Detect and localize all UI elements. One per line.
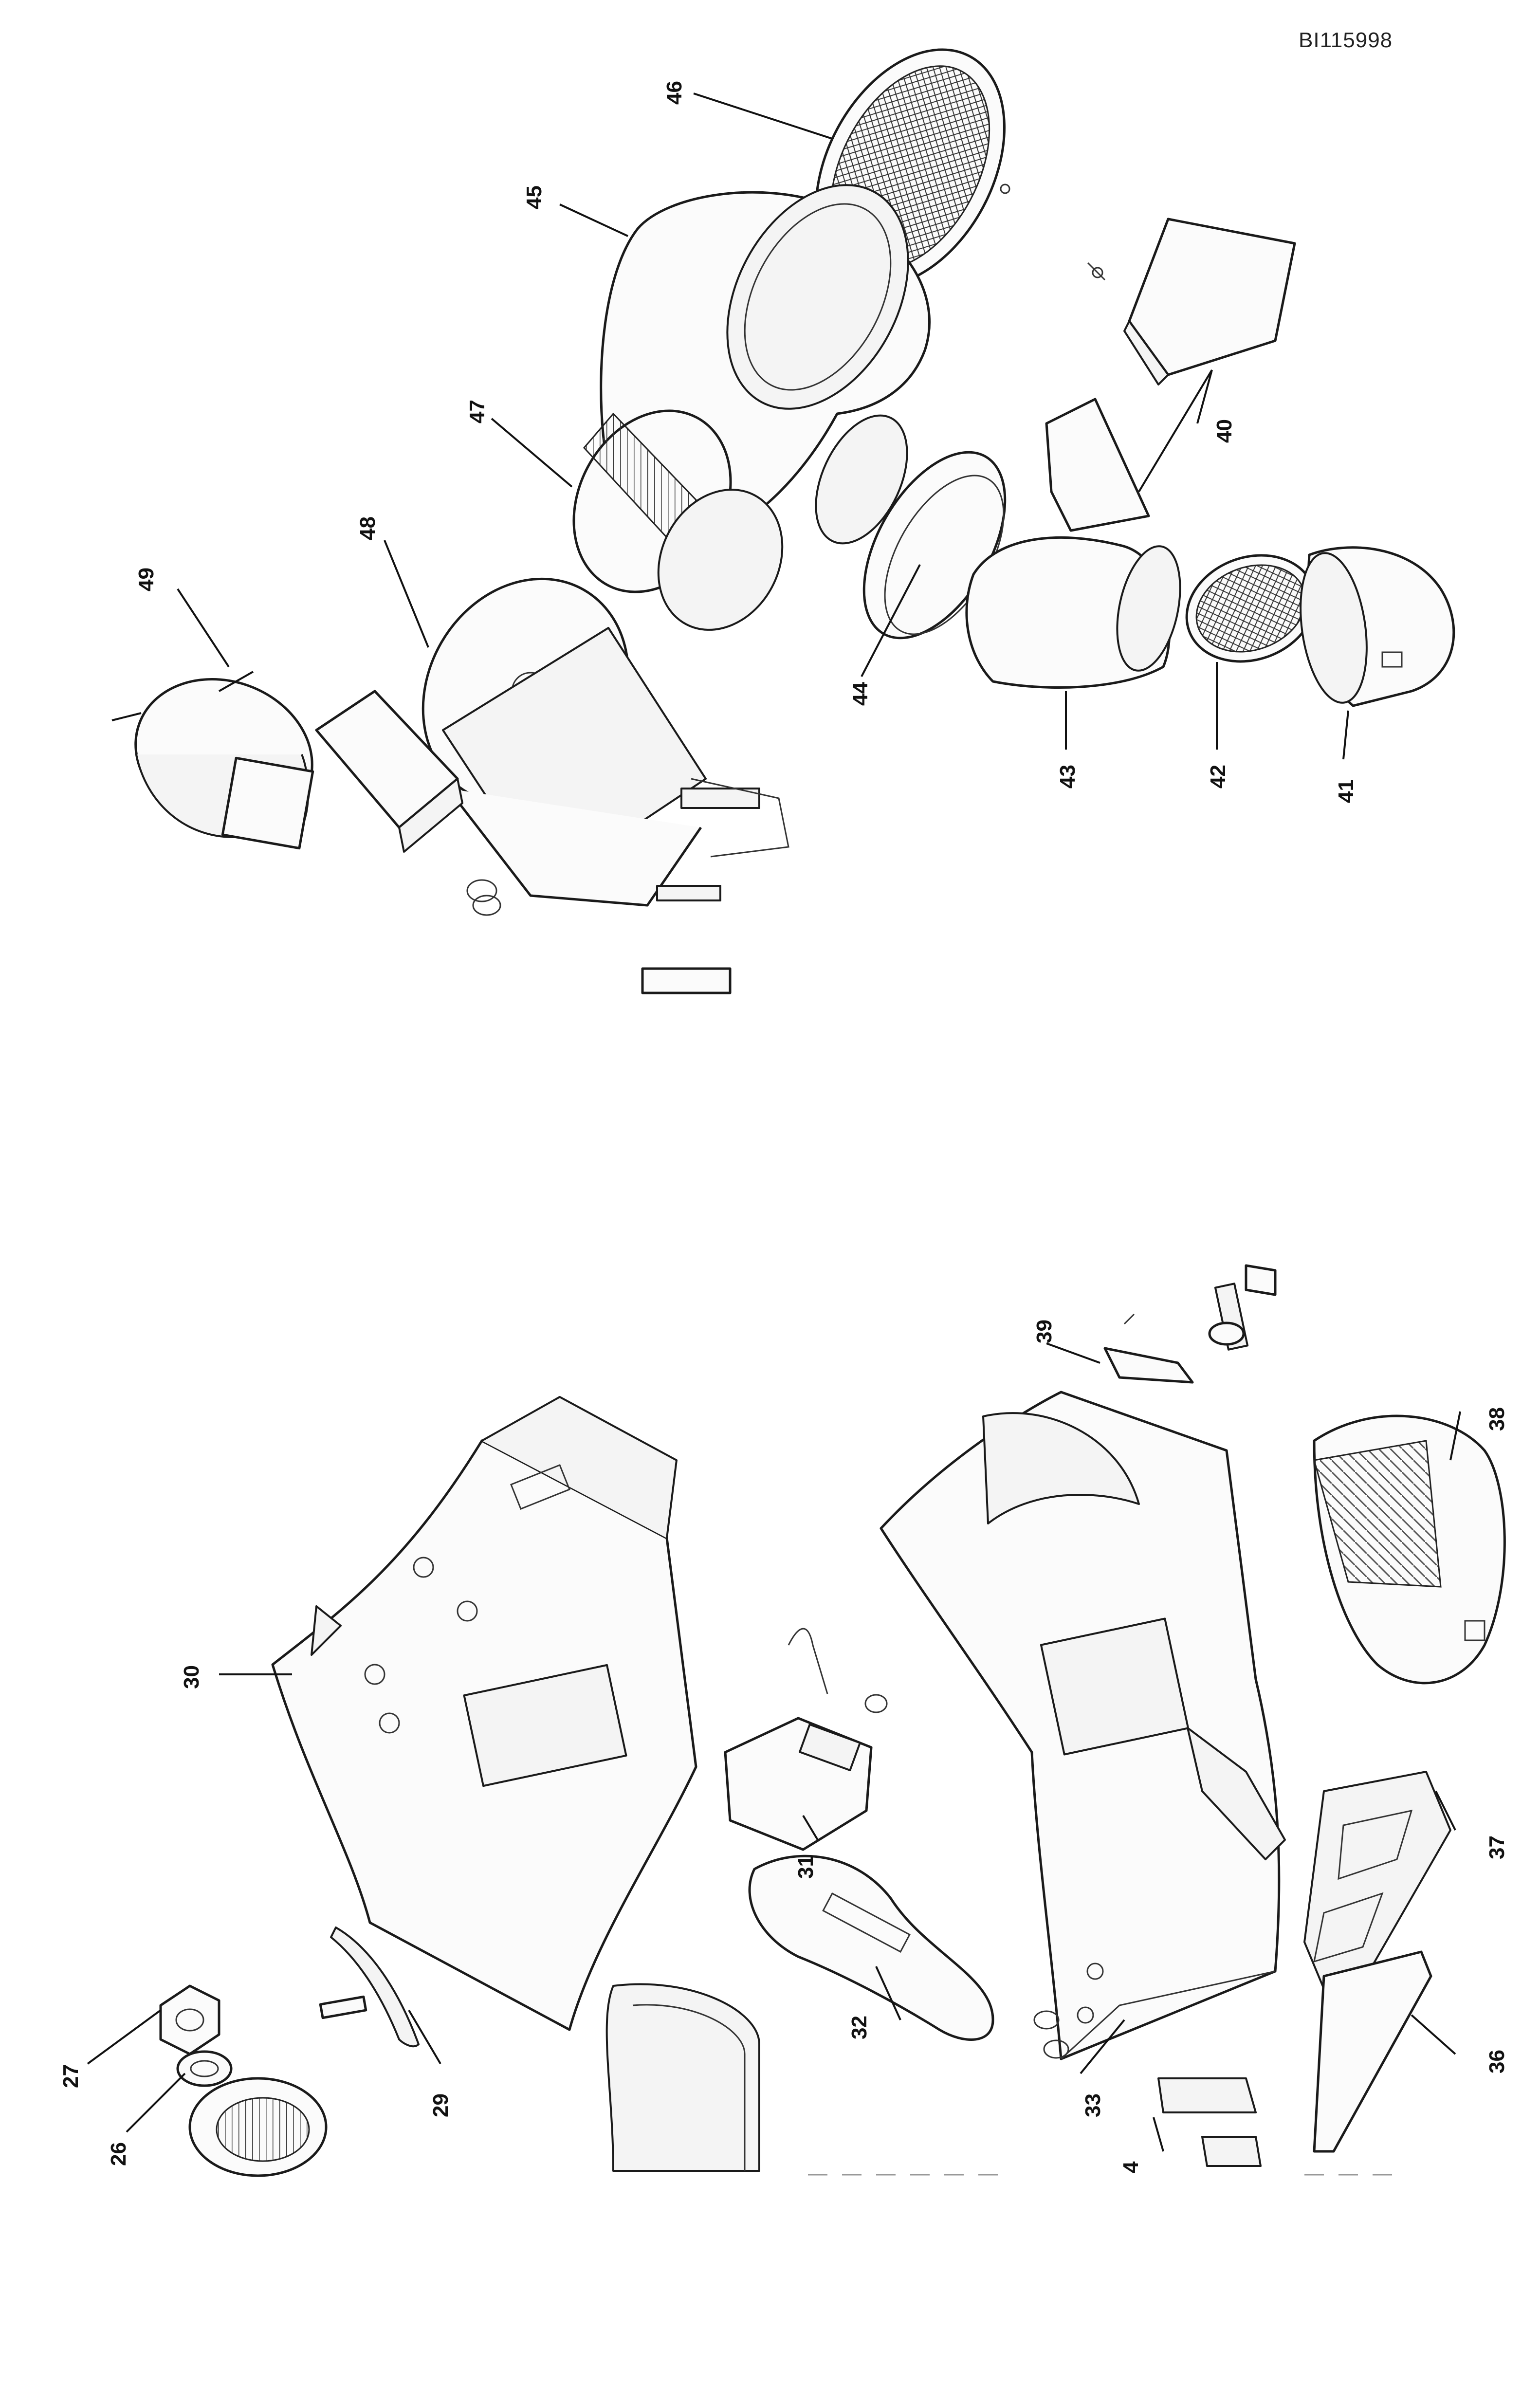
document-id: BI115998 (1299, 28, 1393, 52)
part-34-gaskets (1157, 2077, 1262, 2167)
callout-41: 41 (1334, 779, 1358, 803)
callout-42: 42 (1206, 765, 1230, 789)
callout-39: 39 (1032, 1320, 1056, 1343)
part-31-terminal-block (724, 1628, 888, 1851)
bolt-and-washer (1208, 1264, 1277, 1351)
callout-45: 45 (522, 185, 546, 209)
part-29-gasket (319, 1926, 420, 2048)
callout-49: 49 (134, 568, 158, 591)
callout-48: 48 (356, 516, 380, 540)
part-39-cover-plate (1103, 1313, 1194, 1384)
part-33-frame-end (880, 1391, 1286, 2060)
part-38-filter (1313, 1414, 1506, 1685)
callout-43: 43 (1056, 765, 1080, 789)
part-47-blower-wheel (572, 409, 784, 631)
callout-40: 40 (1212, 419, 1236, 443)
callout-27: 27 (59, 2064, 83, 2088)
callout-29: 29 (429, 2093, 453, 2117)
part-48-motor-mount-plate (422, 577, 789, 907)
callout-labels: 46 45 47 48 49 40 44 43 42 41 30 31 32 3… (59, 81, 1509, 2173)
part-30-frame-housing (271, 1396, 697, 2031)
callout-38: 38 (1485, 1407, 1509, 1431)
part-40-discharge-transition (1045, 218, 1296, 532)
callout-26: 26 (107, 2142, 130, 2166)
part-43-duct-elbow (965, 536, 1181, 689)
part-27-nut (159, 1984, 220, 2055)
callout-33: 33 (1081, 2093, 1105, 2117)
callout-44: 44 (848, 682, 872, 706)
callout-47: 47 (465, 400, 489, 423)
spacer-plate (315, 690, 732, 994)
callout-46: 46 (662, 81, 686, 105)
part-41-outlet-hood (1300, 546, 1455, 707)
callout-37: 37 (1485, 1835, 1509, 1859)
part-49-motor (111, 671, 314, 850)
frame-assembly (159, 1264, 1506, 2177)
part-37-gasket (1303, 1771, 1451, 2001)
blower-assembly (111, 48, 1455, 994)
part-26-washer (176, 2050, 233, 2087)
callout-32: 32 (847, 2016, 871, 2039)
callout-34: 4 (1119, 2161, 1143, 2173)
callout-leaders (87, 92, 1461, 2152)
part-36-plate (1313, 1950, 1432, 2153)
callout-30: 30 (180, 1665, 203, 1689)
callout-36: 36 (1485, 2050, 1509, 2073)
callout-31: 31 (794, 1855, 818, 1879)
end-bearing-cap (188, 1983, 760, 2177)
part-32-cover (748, 1854, 994, 2041)
